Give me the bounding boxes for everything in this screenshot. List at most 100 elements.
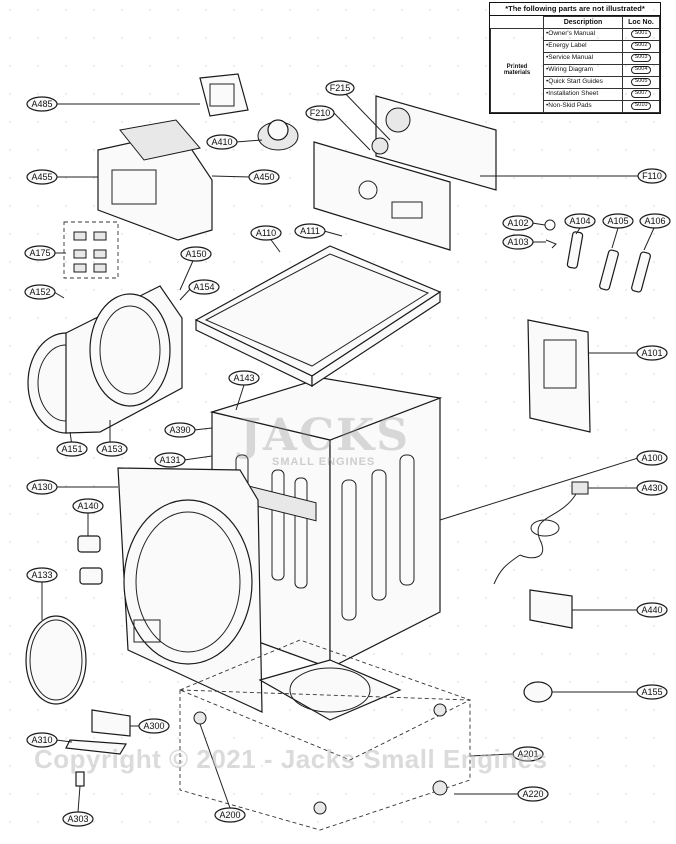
grid-dot (205, 793, 207, 795)
grid-dot (317, 821, 319, 823)
grid-dot (401, 37, 403, 39)
grid-dot (569, 121, 571, 123)
grid-dot (121, 37, 123, 39)
grid-dot (429, 373, 431, 375)
grid-dot (569, 457, 571, 459)
grid-dot (121, 457, 123, 459)
grid-dot (37, 261, 39, 263)
grid-dot (625, 37, 627, 39)
grid-dot (541, 233, 543, 235)
grid-dot (569, 485, 571, 487)
copyright-watermark: Copyright © 2021 - Jacks Small Engines (34, 744, 548, 774)
grid-dot (457, 205, 459, 207)
grid-dot (513, 65, 515, 67)
grid-dot (65, 597, 67, 599)
callout-label: A310 (31, 735, 52, 745)
grid-dot (569, 177, 571, 179)
grid-dot (9, 821, 11, 823)
grid-dot (597, 317, 599, 319)
callout-a143: A143 (228, 370, 260, 386)
grid-dot (93, 597, 95, 599)
grid-dot (513, 513, 515, 515)
grid-dot (289, 233, 291, 235)
grid-dot (457, 9, 459, 11)
grid-dot (625, 9, 627, 11)
grid-dot (261, 205, 263, 207)
grid-dot (569, 317, 571, 319)
callout-a485: A485 (26, 96, 58, 112)
grid-dot (485, 485, 487, 487)
callout-a150: A150 (180, 246, 212, 262)
grid-dot (653, 625, 655, 627)
grid-dot (373, 793, 375, 795)
grid-dot (9, 177, 11, 179)
grid-dot (37, 793, 39, 795)
grid-dot (9, 485, 11, 487)
main-pcb (97, 119, 213, 241)
grid-dot (373, 65, 375, 67)
grid-dot (233, 401, 235, 403)
row-loc: S002 (630, 42, 652, 50)
grid-dot (541, 317, 543, 319)
grid-dot (513, 9, 515, 11)
grid-dot (597, 485, 599, 487)
grid-dot (93, 177, 95, 179)
grid-dot (37, 709, 39, 711)
callout-label: A220 (522, 789, 543, 799)
grid-dot (625, 653, 627, 655)
grid-dot (289, 793, 291, 795)
grid-dot (37, 65, 39, 67)
grid-dot (457, 373, 459, 375)
callout-a200: A200 (214, 807, 246, 823)
grid-dot (541, 205, 543, 207)
grid-dot (653, 793, 655, 795)
grid-dot (653, 653, 655, 655)
grid-dot (485, 513, 487, 515)
grid-dot (317, 121, 319, 123)
door (117, 467, 263, 713)
grid-dot (121, 821, 123, 823)
table-row: •Energy Label S002 (491, 39, 660, 53)
grid-dot (261, 373, 263, 375)
callout-a310: A310 (26, 732, 58, 748)
grid-dot (9, 373, 11, 375)
grid-dot (37, 345, 39, 347)
grid-dot (485, 765, 487, 767)
grid-dot (233, 65, 235, 67)
grid-dot (205, 149, 207, 151)
grid-dot (317, 793, 319, 795)
grid-dot (625, 345, 627, 347)
grid-dot (149, 65, 151, 67)
grid-dot (37, 513, 39, 515)
grid-dot (233, 765, 235, 767)
grid-dot (597, 261, 599, 263)
grid-dot (401, 345, 403, 347)
grid-dot (485, 65, 487, 67)
grid-dot (513, 289, 515, 291)
callout-a175: A175 (24, 245, 56, 261)
grid-dot (597, 765, 599, 767)
grid-dot (345, 233, 347, 235)
grid-dot (233, 737, 235, 739)
grid-dot (37, 597, 39, 599)
grid-dot (9, 121, 11, 123)
grid-dot (513, 149, 515, 151)
grid-dot (457, 345, 459, 347)
grid-dot (569, 149, 571, 151)
callout-a390: A390 (164, 422, 196, 438)
callout-a152: A152 (24, 284, 56, 300)
grid-dot (513, 429, 515, 431)
callout-label: A450 (253, 172, 274, 182)
grid-dot (569, 37, 571, 39)
grid-dot (37, 205, 39, 207)
grid-dot (345, 37, 347, 39)
callout-label: A150 (185, 249, 206, 259)
door-handle-cap (523, 681, 553, 703)
grid-dot (261, 37, 263, 39)
grid-dot (233, 709, 235, 711)
grid-dot (429, 737, 431, 739)
grid-dot (457, 233, 459, 235)
grid-dot (625, 597, 627, 599)
grid-dot (65, 9, 67, 11)
grid-dot (261, 65, 263, 67)
